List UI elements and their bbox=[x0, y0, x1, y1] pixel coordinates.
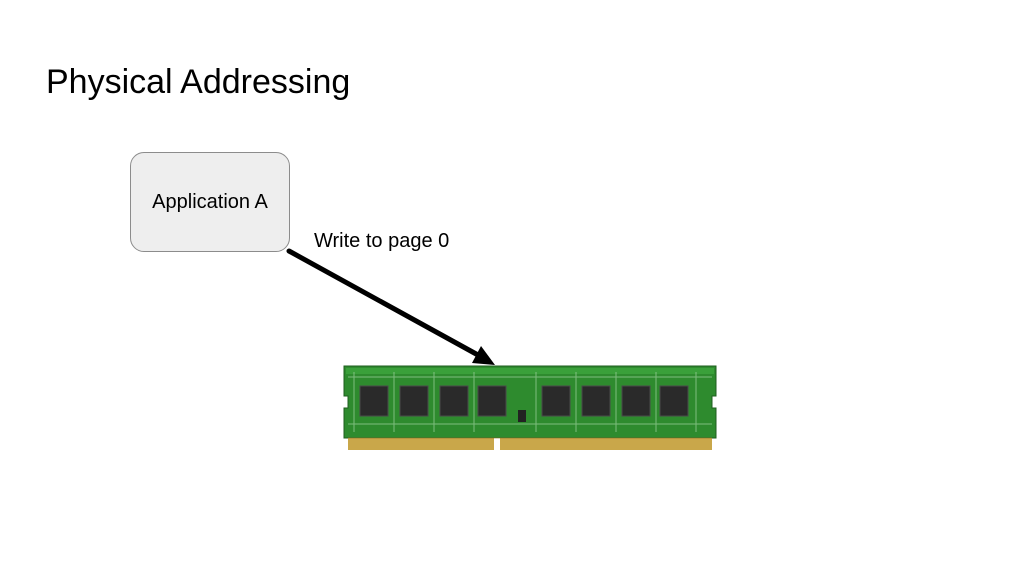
ram-chip bbox=[477, 385, 507, 417]
ram-contacts bbox=[348, 438, 494, 450]
ram-chip bbox=[621, 385, 651, 417]
slide-title: Physical Addressing bbox=[46, 63, 351, 101]
ram-traces bbox=[348, 372, 712, 432]
ram-module-icon bbox=[343, 365, 717, 452]
ram-chip bbox=[581, 385, 611, 417]
ram-key-notch bbox=[494, 438, 500, 452]
ram-pcb bbox=[343, 365, 717, 439]
ram-pcb-sheen bbox=[346, 368, 714, 374]
ram-contacts bbox=[500, 438, 712, 450]
arrow-shaft bbox=[286, 248, 481, 358]
arrow-label: Write to page 0 bbox=[314, 230, 450, 252]
ram-chip bbox=[399, 385, 429, 417]
arrowhead-icon bbox=[472, 346, 495, 365]
ram-spd-chip bbox=[518, 410, 526, 422]
ram-chip bbox=[439, 385, 469, 417]
ram-chip bbox=[659, 385, 689, 417]
ram-chip bbox=[541, 385, 571, 417]
ram-chips bbox=[359, 385, 689, 417]
application-label: Application A bbox=[152, 191, 268, 213]
application-box: Application A bbox=[130, 152, 290, 252]
ram-chip bbox=[359, 385, 389, 417]
